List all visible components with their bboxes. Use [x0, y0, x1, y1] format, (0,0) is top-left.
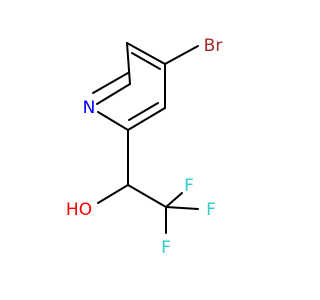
pyridine-ring [92, 42, 166, 131]
hydroxyl-label: HO [66, 200, 92, 220]
fluorine-right-label: F [206, 200, 216, 220]
bond-c3-c2 [127, 107, 166, 131]
bond-c6-c5-double [92, 72, 129, 94]
bond-c4-br [164, 45, 199, 65]
bond-c2-n [97, 111, 129, 131]
fluorine-top-label: F [184, 176, 194, 196]
bond-n-c6 [96, 83, 131, 105]
bond-c5-c4 [126, 42, 166, 65]
fluorine-bottom-label: F [161, 238, 171, 258]
molecule-structure: Br N HO F F F [66, 36, 223, 258]
bond-c5-c4-double [131, 52, 161, 70]
bond-c3-c2-double [128, 102, 159, 121]
bond-cf3-f-right [165, 206, 199, 210]
nitrogen-label: N [83, 98, 96, 118]
bond-choh-cf3 [127, 184, 167, 208]
bond-c6-c5 [126, 42, 131, 85]
bromine-label: Br [204, 36, 223, 56]
bond-choh-oh [97, 184, 129, 204]
bond-cf3-f-top [165, 192, 183, 208]
